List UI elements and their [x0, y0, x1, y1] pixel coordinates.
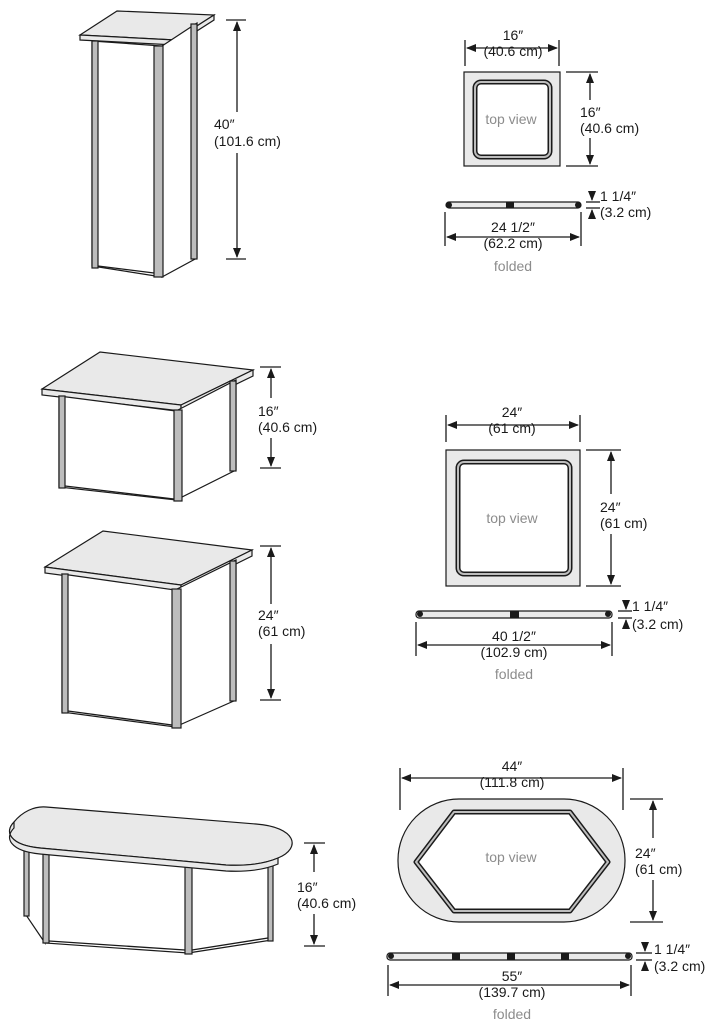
oval-counter-folded-length-in: 55″: [502, 968, 523, 984]
pedestal-height-in: 40″: [214, 116, 235, 132]
oval-counter-height-cm: (40.6 cm): [297, 895, 356, 911]
square-counter-drawing: [43, 530, 255, 729]
low-counter-height-in: 16″: [258, 403, 279, 419]
oval-counter-depth-cm: (61 cm): [635, 861, 682, 877]
pedestal-top-view-label: top view: [485, 111, 537, 127]
square-counter-top-view-label: top view: [486, 510, 538, 526]
oval-counter-folded-label: folded: [493, 1006, 531, 1022]
square-counter-height-cm: (61 cm): [258, 623, 305, 639]
pedestal-folded-label: folded: [494, 258, 532, 274]
oval-counter-width-in: 44″: [502, 758, 523, 774]
low-counter-height-dimension: 16″ (40.6 cm): [258, 366, 317, 469]
square-counter-height-dimension: 24″ (61 cm): [258, 545, 305, 701]
square-counter-depth-in: 24″: [600, 499, 621, 515]
square-counter-width-cm: (61 cm): [488, 420, 535, 436]
oval-counter-folded-thickness-in: 1 1/4″: [654, 941, 690, 957]
pedestal-folded-view: 1 1/4″ (3.2 cm) 24 1/2″ (62.2 cm) folded: [444, 188, 651, 274]
low-counter-height-cm: (40.6 cm): [258, 419, 317, 435]
square-counter-folded-view: 1 1/4″ (3.2 cm) 40 1/2″ (102.9 cm) folde…: [415, 598, 683, 682]
square-counter-folded-thickness-cm: (3.2 cm): [632, 616, 683, 632]
oval-counter-width-cm: (111.8 cm): [480, 774, 545, 790]
square-counter-folded-length-in: 40 1/2″: [492, 628, 536, 644]
square-counter-height-in: 24″: [258, 607, 279, 623]
oval-counter-depth-in: 24″: [635, 845, 656, 861]
square-counter-width-in: 24″: [502, 404, 523, 420]
pedestal-depth-in: 16″: [580, 104, 601, 120]
square-counter-folded-thickness-in: 1 1/4″: [632, 598, 668, 614]
oval-counter-height-dimension: 16″ (40.6 cm): [297, 842, 356, 947]
oval-counter-folded-view: 1 1/4″ (3.2 cm) 55″ (139.7 cm) folded: [386, 941, 705, 1022]
pedestal-folded-thickness-cm: (3.2 cm): [600, 204, 651, 220]
oval-counter-drawing: [9, 806, 293, 955]
pedestal-width-in: 16″: [503, 27, 524, 43]
pedestal-top-view: 16″ (40.6 cm) top view 16″ (40.6 cm): [463, 27, 639, 167]
oval-counter-height-in: 16″: [297, 879, 318, 895]
pedestal-depth-cm: (40.6 cm): [580, 120, 639, 136]
square-counter-folded-length-cm: (102.9 cm): [481, 644, 548, 660]
pedestal-folded-length-in: 24 1/2″: [491, 219, 535, 235]
pedestal-folded-thickness-in: 1 1/4″: [600, 188, 636, 204]
oval-counter-folded-thickness-cm: (3.2 cm): [654, 958, 705, 974]
low-counter-drawing: [40, 351, 256, 502]
oval-counter-folded-length-cm: (139.7 cm): [479, 984, 546, 1000]
square-counter-top-view: 24″ (61 cm) top view 24″ (61 cm): [445, 404, 647, 587]
pedestal-width-cm: (40.6 cm): [483, 43, 542, 59]
pedestal-height-cm: (101.6 cm): [214, 133, 281, 149]
oval-counter-top-view: 44″ (111.8 cm) top view 24″ (61 cm): [397, 758, 682, 923]
square-counter-folded-label: folded: [495, 666, 533, 682]
pedestal-folded-length-cm: (62.2 cm): [483, 235, 542, 251]
pedestal-height-dimension: 40″ (101.6 cm): [214, 19, 281, 260]
square-counter-depth-cm: (61 cm): [600, 515, 647, 531]
oval-counter-top-view-label: top view: [485, 849, 537, 865]
pedestal-drawing: [78, 10, 216, 279]
